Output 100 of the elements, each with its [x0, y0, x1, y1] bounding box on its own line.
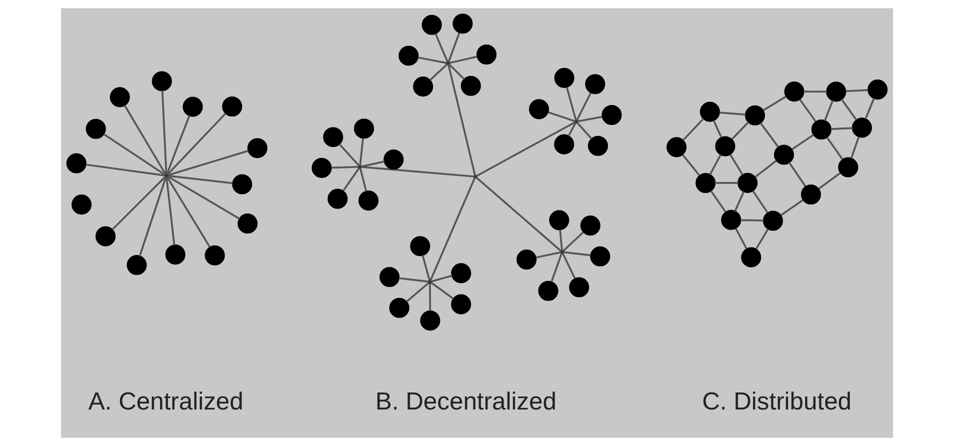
- node-circle: [451, 294, 472, 314]
- node-circle: [358, 190, 379, 211]
- node-point: [560, 250, 564, 254]
- connector: [760, 122, 780, 148]
- connector: [755, 228, 769, 250]
- connector: [754, 160, 777, 178]
- node-circle: [838, 157, 858, 178]
- node-circle: [721, 210, 742, 230]
- connector: [112, 176, 166, 230]
- connector: [418, 56, 447, 64]
- connector: [731, 121, 750, 140]
- connector: [562, 253, 576, 279]
- connector: [740, 219, 764, 222]
- node-circle: [354, 118, 374, 139]
- connector: [124, 105, 166, 175]
- connector: [476, 121, 576, 177]
- node-circle: [410, 236, 430, 256]
- connector: [799, 99, 816, 122]
- node-circle: [222, 96, 242, 117]
- node-circle: [384, 149, 404, 170]
- connector: [450, 56, 478, 64]
- connector: [338, 143, 360, 166]
- connector: [576, 122, 592, 140]
- node-circle: [602, 105, 622, 126]
- label: A. Centralized: [88, 388, 244, 416]
- node-point: [574, 120, 578, 124]
- connector: [752, 190, 768, 214]
- node-circle: [72, 194, 92, 215]
- connector: [359, 168, 368, 192]
- node-circle: [452, 14, 473, 34]
- node-circle: [182, 96, 203, 117]
- connector: [788, 162, 806, 187]
- node-circle: [247, 138, 268, 158]
- node-circle: [800, 184, 821, 205]
- node-circle: [580, 216, 600, 236]
- connector: [864, 98, 875, 120]
- connector: [448, 32, 460, 62]
- node-circle: [204, 245, 225, 266]
- label: B. Decentralized: [375, 388, 556, 416]
- connector: [559, 230, 563, 251]
- node-circle: [110, 87, 130, 108]
- node-point: [358, 164, 362, 169]
- node-circle: [451, 263, 472, 284]
- node-circle: [738, 172, 758, 193]
- node-circle: [460, 76, 481, 96]
- node-point: [428, 280, 432, 284]
- node-circle: [868, 80, 888, 100]
- node-circle: [328, 188, 348, 209]
- connector: [476, 176, 562, 252]
- connector: [86, 164, 165, 176]
- node-circle: [152, 71, 172, 92]
- node-point: [164, 174, 168, 178]
- connector: [734, 228, 748, 250]
- connector: [138, 176, 167, 256]
- connector: [850, 136, 860, 158]
- node-circle: [700, 102, 720, 122]
- connector: [429, 64, 448, 81]
- node-circle: [774, 144, 794, 165]
- node-circle: [413, 76, 434, 97]
- connector: [429, 283, 432, 311]
- connector: [161, 90, 168, 174]
- connector: [576, 92, 592, 120]
- connector: [448, 64, 476, 176]
- node-circle: [516, 250, 537, 270]
- connector: [762, 96, 786, 112]
- connector: [398, 277, 428, 283]
- connector: [448, 64, 465, 80]
- node-circle: [715, 136, 736, 156]
- connector: [536, 251, 561, 258]
- connector: [167, 176, 240, 220]
- connector: [431, 274, 452, 282]
- node-circle: [554, 134, 574, 154]
- connector: [566, 86, 577, 121]
- connector: [166, 176, 210, 248]
- node-circle: [569, 277, 590, 298]
- node-circle: [380, 266, 400, 288]
- node-circle: [554, 68, 574, 88]
- connector: [818, 172, 841, 190]
- connector: [331, 166, 358, 169]
- connector: [168, 150, 249, 176]
- connector: [712, 120, 722, 138]
- connector: [682, 154, 700, 176]
- node-circle: [96, 226, 116, 246]
- connector: [804, 90, 827, 93]
- node-circle: [528, 99, 550, 120]
- connector: [846, 89, 868, 92]
- node-circle: [389, 298, 410, 318]
- connector: [550, 253, 562, 282]
- connector: [830, 127, 853, 130]
- node-circle: [538, 280, 558, 301]
- connector: [709, 154, 722, 175]
- node-point: [446, 61, 450, 66]
- node-circle: [86, 118, 106, 139]
- connector: [359, 138, 364, 166]
- connector: [168, 174, 233, 184]
- node-circle: [238, 214, 258, 234]
- label: C. Distributed: [702, 388, 852, 416]
- node-point: [473, 174, 478, 178]
- connector: [714, 182, 738, 184]
- node-circle: [784, 82, 804, 102]
